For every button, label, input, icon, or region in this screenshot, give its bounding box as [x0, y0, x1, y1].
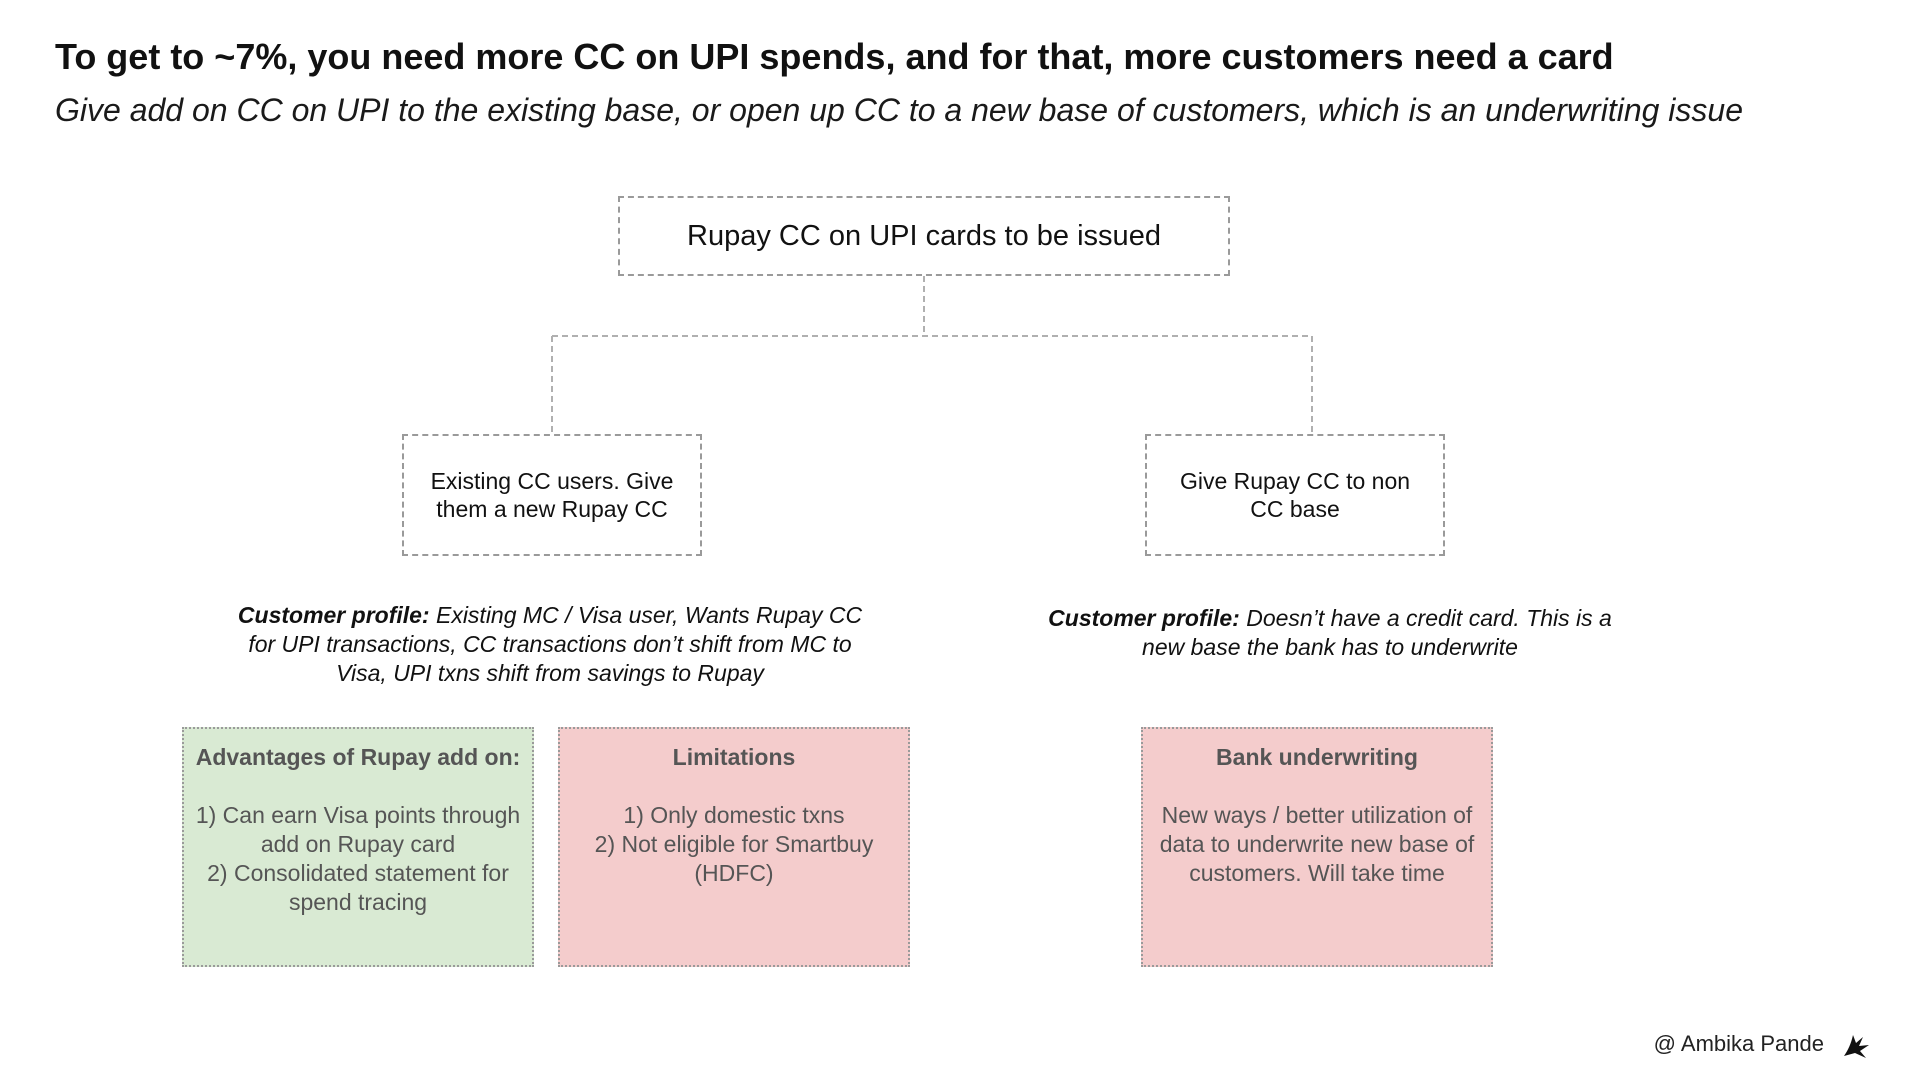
footer: @ Ambika Pande [1654, 1026, 1874, 1062]
profile-text: Doesn’t have a credit card. This is a ne… [1142, 605, 1612, 660]
limitations-item: 2) Not eligible for Smartbuy (HDFC) [594, 831, 874, 886]
root-node: Rupay CC on UPI cards to be issued [618, 196, 1230, 276]
limitations-heading: Limitations [672, 744, 796, 770]
limitations-box: Limitations 1) Only domestic txns 2) Not… [558, 727, 910, 967]
bird-icon [1844, 1035, 1869, 1058]
customer-profile-new: Customer profile: Doesn’t have a credit … [1030, 604, 1630, 662]
existing-cc-users-label: Existing CC users. Give them a new Rupay… [430, 468, 674, 522]
advantages-item: 2) Consolidated statement for spend trac… [207, 860, 509, 915]
bank-underwriting-box: Bank underwriting New ways / better util… [1141, 727, 1493, 967]
non-cc-base-label: Give Rupay CC to non CC base [1179, 468, 1411, 522]
profile-label: Customer profile: [1048, 605, 1240, 631]
advantages-box: Advantages of Rupay add on: 1) Can earn … [182, 727, 534, 967]
bank-underwriting-heading: Bank underwriting [1216, 744, 1418, 770]
bank-underwriting-text: New ways / better utilization of data to… [1159, 802, 1475, 886]
author-credit: @ Ambika Pande [1653, 1031, 1824, 1056]
existing-cc-users-node: Existing CC users. Give them a new Rupay… [402, 434, 702, 556]
page-subtitle: Give add on CC on UPI to the existing ba… [55, 92, 1743, 128]
limitations-item: 1) Only domestic txns [623, 802, 845, 828]
page-title: To get to ~7%, you need more CC on UPI s… [55, 36, 1614, 77]
advantages-heading: Advantages of Rupay add on: [195, 744, 521, 770]
profile-text: Existing MC / Visa user, Wants Rupay CC … [248, 602, 863, 686]
non-cc-base-node: Give Rupay CC to non CC base [1145, 434, 1445, 556]
profile-label: Customer profile: [237, 602, 430, 628]
customer-profile-existing: Customer profile: Existing MC / Visa use… [225, 601, 875, 688]
root-node-label: Rupay CC on UPI cards to be issued [687, 219, 1161, 252]
advantages-item: 1) Can earn Visa points through add on R… [195, 802, 521, 857]
